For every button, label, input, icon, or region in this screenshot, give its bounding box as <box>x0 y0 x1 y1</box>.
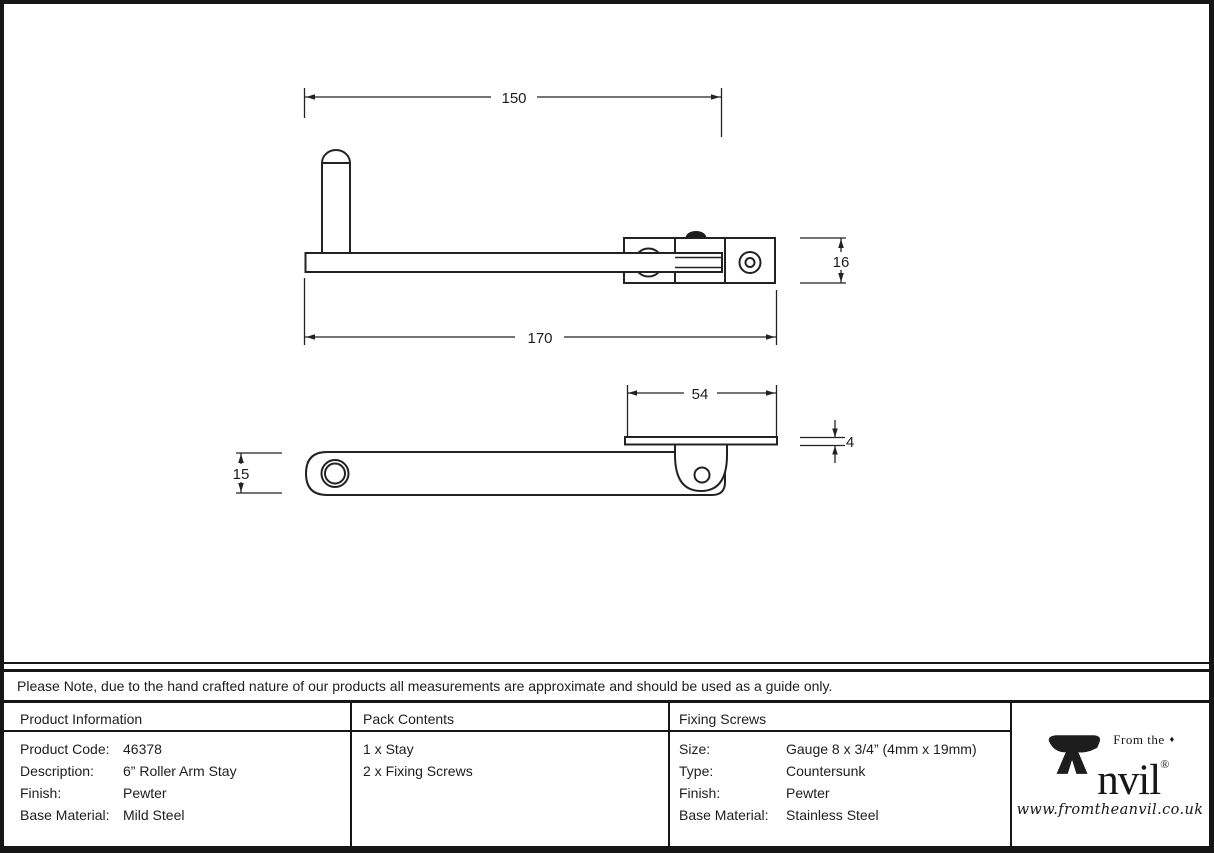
anvil-icon <box>1049 734 1101 774</box>
spec-label: Finish: <box>679 785 721 801</box>
spec-row: Base Material: Stainless Steel <box>679 804 977 826</box>
side-view <box>304 149 776 284</box>
spec-value: Pewter <box>123 785 167 801</box>
spec-value: 46378 <box>123 741 162 757</box>
dim-15-label: 15 <box>233 466 250 483</box>
spec-label: Type: <box>679 763 714 779</box>
dim-4: 4 <box>800 420 854 463</box>
spec-row: Description: 6” Roller Arm Stay <box>20 760 237 782</box>
spec-label: Description: <box>20 763 94 779</box>
logo-brand-text: nvil® <box>1097 748 1174 802</box>
pivot-ring <box>320 459 350 488</box>
spec-row: Type: Countersunk <box>679 760 977 782</box>
spec-row: Base Material: Mild Steel <box>20 804 237 826</box>
spec-label: Finish: <box>20 785 62 801</box>
arm-plan <box>304 451 726 496</box>
note-bar: Please Note, due to the hand crafted nat… <box>4 669 1209 703</box>
keep-plate <box>624 436 778 446</box>
spec-value: Gauge 8 x 3/4” (4mm x 19mm) <box>786 741 977 757</box>
dim-150-label: 150 <box>501 90 526 107</box>
table-divider <box>668 703 670 846</box>
note-text: Please Note, due to the hand crafted nat… <box>17 678 833 694</box>
tongue-hole <box>693 466 711 484</box>
pack-contents-rows: 1 x Stay 2 x Fixing Screws <box>363 738 473 782</box>
pack-item: 2 x Fixing Screws <box>363 763 473 779</box>
table-divider <box>1010 703 1012 846</box>
diamond-icon: ♦ <box>1169 734 1175 744</box>
pack-contents-header: Pack Contents <box>363 711 455 727</box>
spec-value: 6” Roller Arm Stay <box>123 763 237 779</box>
pin-side <box>321 149 351 253</box>
anvil-logo: From the ♦ nvil® www.fromtheanvil.co.uk <box>1012 703 1208 846</box>
spec-row: Finish: Pewter <box>20 782 237 804</box>
logo-wordmark: From the ♦ nvil® <box>1097 731 1175 802</box>
spec-row: Size: Gauge 8 x 3/4” (4mm x 19mm) <box>679 738 977 760</box>
dim-4-label: 4 <box>846 434 854 451</box>
spec-row: Finish: Pewter <box>679 782 977 804</box>
spec-label: Base Material: <box>679 807 769 823</box>
dim-170-label: 170 <box>527 330 552 347</box>
dim-16-label: 16 <box>833 254 850 271</box>
logo-brand-rest: nvil <box>1097 756 1161 804</box>
logo-website: www.fromtheanvil.co.uk <box>1016 801 1204 818</box>
stay-arm-side <box>304 252 723 273</box>
dim-150: 150 <box>303 88 723 137</box>
spec-label: Base Material: <box>20 807 110 823</box>
drawing-area-divider <box>4 662 1209 664</box>
dim-16: 16 <box>800 237 853 284</box>
roller-bracket <box>623 237 776 284</box>
plan-view <box>304 436 778 496</box>
pack-item: 1 x Stay <box>363 741 414 757</box>
logo-tagline: From the <box>1113 731 1165 747</box>
spec-value: Stainless Steel <box>786 807 879 823</box>
spec-label: Size: <box>679 741 711 757</box>
fixing-screws-header: Fixing Screws <box>679 711 767 727</box>
spec-value: Mild Steel <box>123 807 185 823</box>
dim-15: 15 <box>228 452 282 494</box>
table-header-rule <box>4 730 1012 732</box>
dim-170: 170 <box>303 278 778 347</box>
technical-drawing: 150 170 <box>228 88 855 496</box>
logo-lockup: From the ♦ nvil® <box>1045 731 1175 802</box>
screw-hole <box>738 251 762 274</box>
dim-54-label: 54 <box>692 386 709 403</box>
spec-row: Product Code: 46378 <box>20 738 237 760</box>
spec-label: Product Code: <box>20 741 110 757</box>
table-divider <box>350 703 352 846</box>
screw-head <box>685 231 707 238</box>
dim-54: 54 <box>626 385 778 436</box>
spec-value: Countersunk <box>786 763 866 779</box>
registered-mark: ® <box>1160 756 1170 771</box>
product-information-rows: Product Code: 46378 Description: 6” Roll… <box>20 738 237 826</box>
fixing-screws-rows: Size: Gauge 8 x 3/4” (4mm x 19mm) Type: … <box>679 738 977 826</box>
spec-value: Pewter <box>786 785 830 801</box>
product-information-header: Product Information <box>20 711 143 727</box>
